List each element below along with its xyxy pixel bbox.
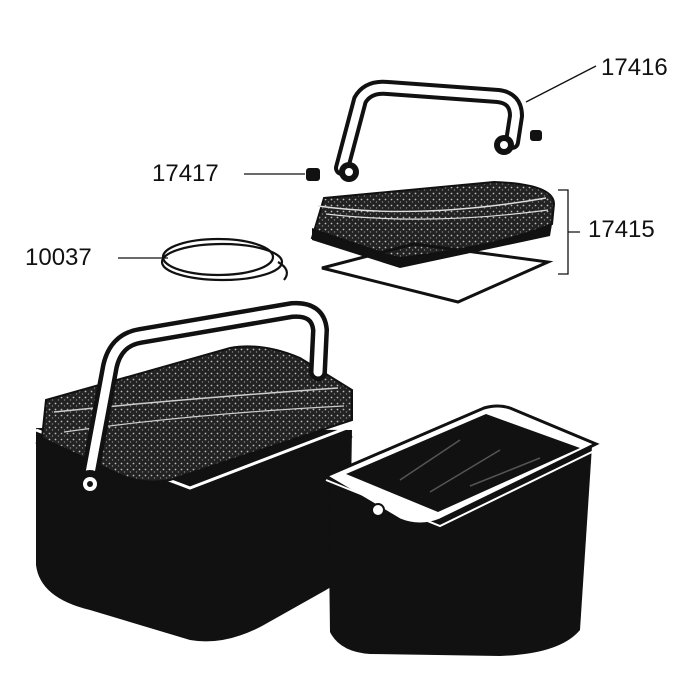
handle-caps xyxy=(306,130,542,181)
leader-17416 xyxy=(525,65,597,103)
leader-lines xyxy=(118,65,597,275)
lid-part xyxy=(310,180,556,268)
label-lid-assembly: 17415 xyxy=(588,216,655,243)
handle-cap-right xyxy=(530,130,542,141)
cooler-assembled xyxy=(35,300,353,642)
open-body-pivot xyxy=(371,503,385,517)
label-handle-cap: 17417 xyxy=(152,160,219,187)
bracket-17415 xyxy=(558,189,580,275)
seal-cord xyxy=(160,237,288,282)
cooler-open-body xyxy=(322,404,600,656)
label-handle: 17416 xyxy=(601,54,668,81)
label-seal-cord: 10037 xyxy=(25,244,92,271)
lid-gasket xyxy=(321,242,554,304)
handle-part xyxy=(334,79,524,182)
handle-cap-left xyxy=(306,168,320,181)
